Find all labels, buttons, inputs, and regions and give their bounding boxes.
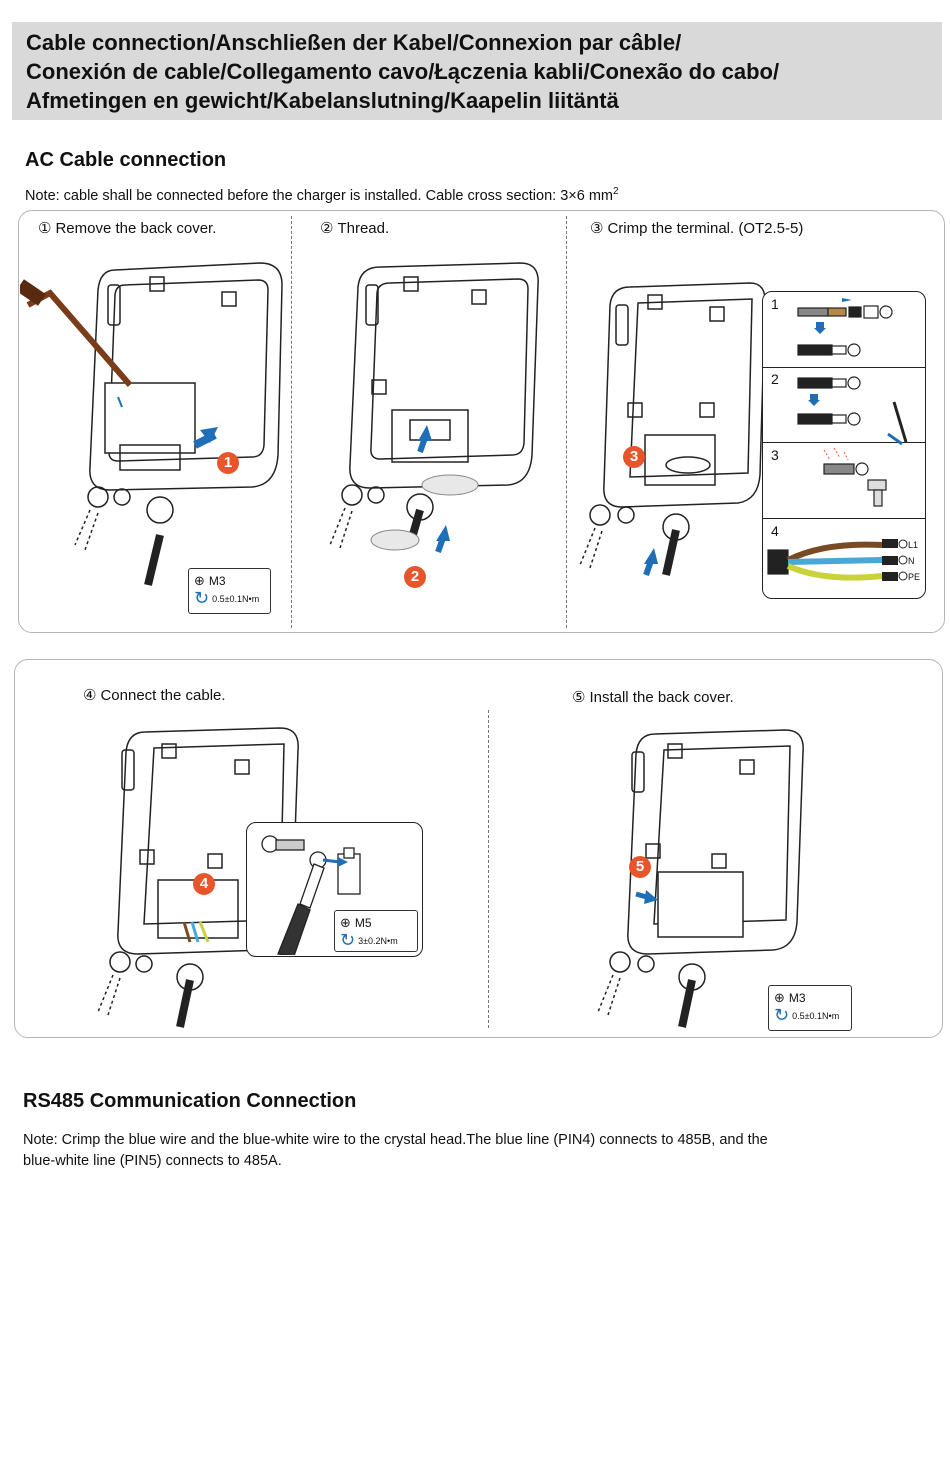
header-line-3: Afmetingen en gewicht/Kabelanslutning/Ka…	[26, 88, 619, 113]
step-badge-2: 2	[404, 566, 426, 588]
divider-3	[488, 710, 489, 1028]
step-5-illustration	[597, 729, 804, 1028]
crimp-divider-3	[763, 518, 925, 519]
step-1-illustration	[20, 262, 283, 586]
crimp-substep-1: 1	[771, 296, 779, 312]
step-badge-4: 4	[193, 873, 215, 895]
crimp-substep-2: 2	[771, 371, 779, 387]
rs485-section-title: RS485 Communication Connection	[23, 1090, 357, 1112]
step-badge-3: 3	[623, 446, 645, 468]
step-3-illustration	[579, 282, 766, 576]
rs485-note-line-2: blue-white line (PIN5) connects to 485A.	[23, 1153, 282, 1169]
crimp-substep-3: 3	[771, 447, 779, 463]
spec-m3-top: ⊕M3 ↻0.5±0.1N•m	[188, 568, 271, 614]
ac-note-text: Note: cable shall be connected before th…	[25, 187, 613, 204]
ac-note-sup: 2	[612, 186, 619, 197]
rs485-note-line-1: Note: Crimp the blue wire and the blue-w…	[23, 1132, 768, 1148]
header-line-1: Cable connection/Anschließen der Kabel/C…	[26, 30, 682, 55]
torque-icon: ↻	[774, 1005, 790, 1026]
crimp-detail-illustration	[767, 298, 908, 581]
connect-detail-illustration	[261, 835, 361, 955]
screw-icon: ⊕	[774, 990, 785, 1006]
step-badge-5: 5	[629, 856, 651, 878]
crimp-divider-2	[763, 442, 925, 443]
crimp-divider-1	[763, 367, 925, 368]
torque-icon: ↻	[340, 930, 356, 951]
ac-section-title: AC Cable connection	[25, 149, 227, 171]
screw-icon: ⊕	[194, 573, 205, 589]
crimp-substep-4: 4	[771, 523, 779, 539]
page-header: Cable connection/Anschließen der Kabel/C…	[12, 22, 942, 120]
divider-1	[291, 216, 292, 628]
wire-label-pe: PE	[908, 572, 921, 582]
screw-icon: ⊕	[340, 915, 351, 931]
spec-m3-bottom: ⊕M3 ↻0.5±0.1N•m	[768, 985, 852, 1031]
ac-note: Note: cable shall be connected before th…	[25, 182, 619, 206]
step-badge-1: 1	[217, 452, 239, 474]
header-line-2: Conexión de cable/Collegamento cavo/Łącz…	[26, 59, 780, 84]
step-2-illustration	[329, 262, 539, 553]
wire-label-l1: L1	[908, 540, 919, 550]
divider-2	[566, 216, 567, 628]
spec-m5: ⊕M5 ↻3±0.2N•m	[334, 910, 418, 952]
torque-icon: ↻	[194, 588, 210, 609]
wire-label-n: N	[908, 556, 915, 566]
